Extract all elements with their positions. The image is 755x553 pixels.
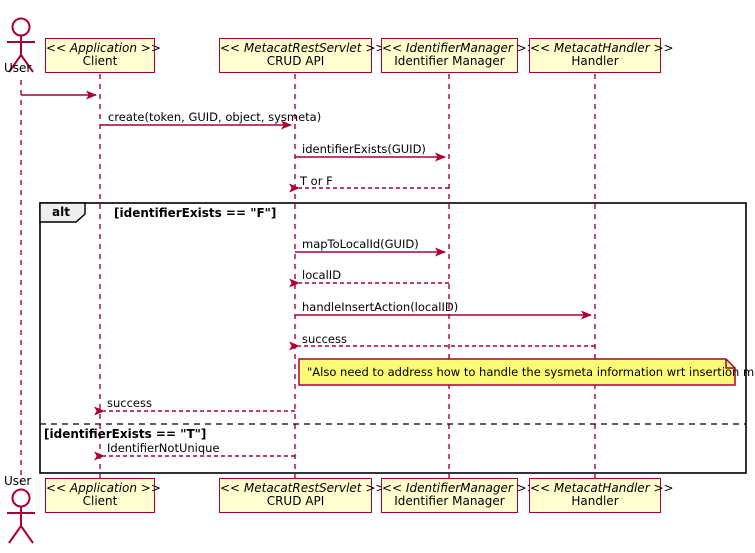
participant-box-identifier-manager-bottom[interactable]: << IdentifierManager >> Identifier Manag… [381, 478, 537, 513]
participant-box-client-bottom[interactable]: << Application >> Client [45, 478, 161, 513]
participant-name-crud-api-top: CRUD API [266, 54, 325, 69]
message-label-create: create(token, GUID, object, sysmeta) [108, 110, 322, 124]
participant-stereotype-handler-bottom: << MetacatHandler >> [530, 481, 674, 495]
message-arrows [21, 90, 595, 461]
participant-stereotype-identifier-manager-bottom: << IdentifierManager >> [382, 481, 537, 495]
participant-name-identifier-manager-bottom: Identifier Manager [394, 494, 505, 509]
message-label-map-to-local-id: mapToLocalId(GUID) [302, 237, 419, 251]
alt-fragment-condition-f: [identifierExists == "F"] [114, 206, 277, 220]
participant-stereotype-crud-api-bottom: << MetacatRestServlet >> [220, 481, 386, 495]
participant-name-crud-api-bottom: CRUD API [266, 494, 325, 509]
participant-name-identifier-manager-top: Identifier Manager [394, 54, 505, 69]
participant-box-crud-api-bottom[interactable]: << MetacatRestServlet >> CRUD API [219, 478, 386, 513]
alt-fragment-tab-label: alt [52, 205, 70, 219]
participant-box-handler-top[interactable]: << MetacatHandler >> Handler [529, 38, 674, 73]
note-sysmeta [298, 358, 736, 386]
actor-label-user-bottom: User [4, 474, 32, 488]
participant-stereotype-identifier-manager-top: << IdentifierManager >> [382, 41, 537, 55]
participant-stereotype-crud-api-top: << MetacatRestServlet >> [220, 41, 386, 55]
message-label-local-id: localID [302, 268, 342, 282]
actor-user-icon-top [7, 17, 35, 73]
participant-name-handler-bottom: Handler [571, 494, 619, 509]
alt-fragment-condition-t: [identifierExists == "T"] [44, 427, 207, 441]
message-label-handle-insert-action: handleInsertAction(localID) [302, 300, 459, 314]
participant-name-client-bottom: Client [82, 494, 118, 509]
message-label-identifier-not-unique: IdentifierNotUnique [107, 441, 220, 455]
participant-stereotype-handler-top: << MetacatHandler >> [530, 41, 674, 55]
participant-box-crud-api-top[interactable]: << MetacatRestServlet >> CRUD API [219, 38, 386, 73]
message-label-success-handler: success [302, 332, 347, 346]
message-label-identifier-exists: identifierExists(GUID) [302, 142, 426, 156]
alt-fragment-tab [39, 202, 86, 223]
actor-user-icon-bottom [7, 488, 35, 544]
participant-stereotype-client-top: << Application >> [46, 41, 161, 55]
participant-box-identifier-manager-top[interactable]: << IdentifierManager >> Identifier Manag… [381, 38, 537, 73]
participant-box-client-top[interactable]: << Application >> Client [45, 38, 161, 73]
participant-box-handler-bottom[interactable]: << MetacatHandler >> Handler [529, 478, 674, 513]
participant-name-handler-top: Handler [571, 54, 619, 69]
lifelines [20, 74, 596, 482]
message-label-success-client: success [107, 396, 152, 410]
participant-name-client-top: Client [82, 54, 118, 69]
note-sysmeta-text: "Also need to address how to handle the … [307, 365, 755, 379]
message-label-t-or-f: T or F [300, 174, 333, 188]
participant-stereotype-client-bottom: << Application >> [46, 481, 161, 495]
note-fold-corner [725, 359, 735, 369]
alt-fragment-frame [39, 202, 747, 474]
actor-label-user-top: User [4, 61, 32, 75]
